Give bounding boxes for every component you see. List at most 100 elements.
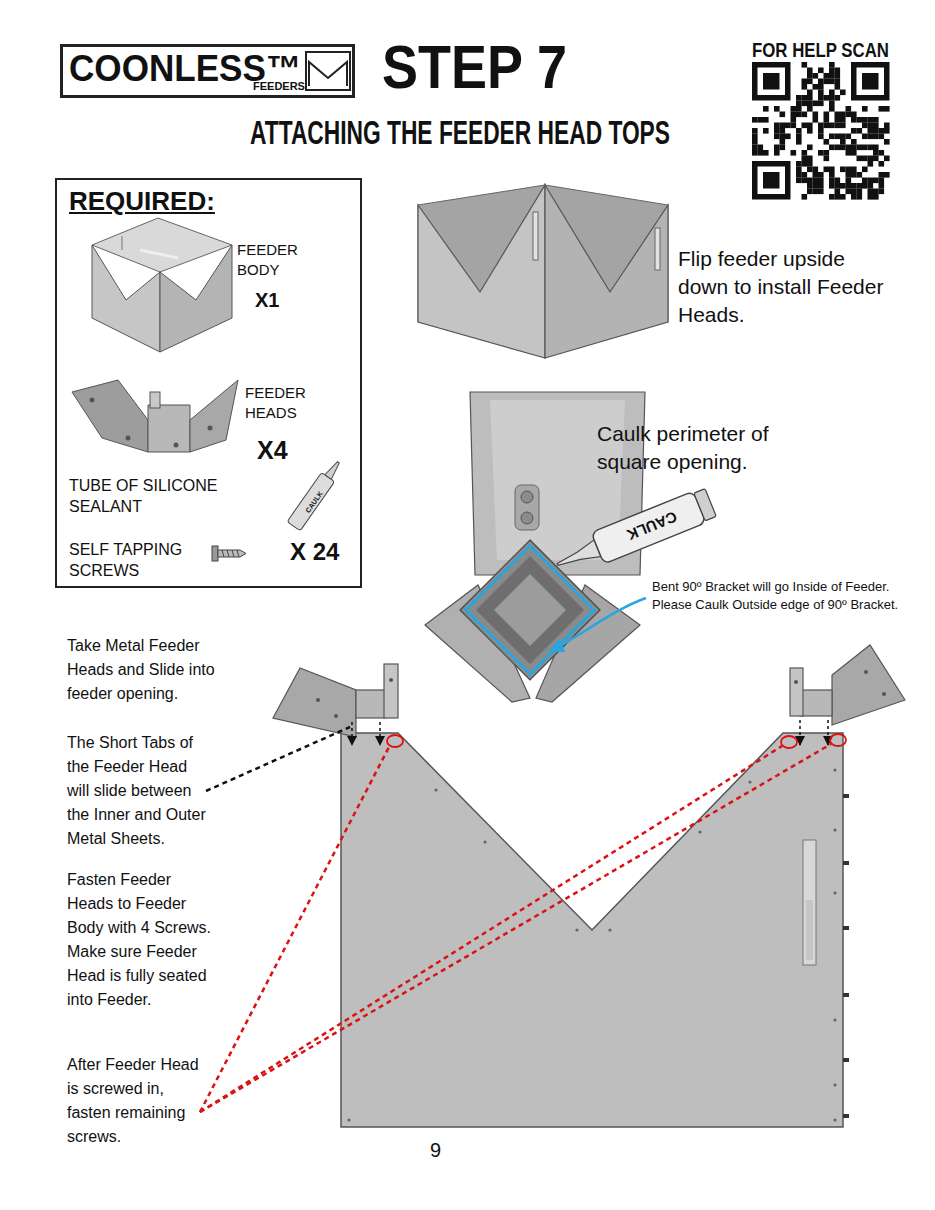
qr-code-part [758,117,764,123]
flipped-feeder-part [533,212,538,260]
qr-code-part [846,106,852,112]
qr-code-part [802,123,808,129]
qr-code-part [868,161,874,167]
feeder-head-bottom-view-part [466,546,594,674]
qr-code-part [851,139,857,145]
feeder-side-view-part [347,1118,350,1121]
feeder-heads-icon [72,380,238,452]
qr-code-part [840,123,846,129]
feeder-side-view-part [575,928,578,931]
logo-icon [306,52,350,90]
instruction-note: The Short Tabs of the Feeder Head will s… [67,731,209,851]
qr-code-part [785,134,791,140]
leader-line-black-part [206,727,350,791]
qr-code-part [846,150,852,156]
qr-code-part [829,123,835,129]
feeder-side-view-part [833,1083,836,1086]
qr-code-part [868,128,874,134]
qr-code-part [802,150,808,156]
instruction-note: Caulk perimeter of square opening. [597,420,807,476]
qr-code-part [818,178,824,184]
qr-code-part [813,172,819,178]
feeder-side-view-part [483,840,486,843]
qr-code-part [868,178,874,184]
feeder-side-view-part [833,828,836,831]
qr-code-part [796,178,802,184]
feeder-head-left [273,664,398,737]
qr-code-part [818,90,824,96]
qr-code-part [829,106,835,112]
qr-code-part [835,79,841,85]
qr-code-part [884,106,890,112]
qr-code-part [829,145,835,151]
step-title: ATTACHING THE FEEDER HEAD TOPS [250,116,670,149]
qr-code-part [818,172,824,178]
qr-code-part [824,139,830,145]
feeder-head-bottom-view-part [494,574,566,646]
screw-highlights-part [830,734,846,746]
qr-code-part [824,150,830,156]
qr-code-part [829,134,835,140]
leader-line-black [206,727,350,791]
feeder-head-bottom-view-part [521,491,533,503]
qr-code-part [829,101,835,107]
qr-code-part [807,183,813,189]
qr-code-part [758,150,764,156]
qr-code-part [851,167,857,173]
instruction-note: Flip feeder upside down to install Feede… [678,245,893,329]
feeder-side-view-part [608,928,611,931]
qr-code-part [752,128,758,134]
qr-code-part [796,172,802,178]
qr-code-part [857,194,863,200]
qr-code-part [884,156,890,162]
qr-code-part [835,178,841,184]
leader-lines-red-part [200,746,782,1112]
qr-code-part [791,123,797,129]
qr-code-part [802,194,808,200]
feeder-heads-icon-part [150,392,160,408]
qr-code-part [763,73,780,90]
qr-code-part [862,156,868,162]
feeder-head-left-part [273,668,356,737]
qr-code-part [884,123,890,129]
qr-code-part [851,112,857,118]
logo-icon-part [306,52,350,90]
qr-code-part [818,84,824,90]
feeder-side-view-part [843,1058,849,1062]
tube-label: CAULK [304,490,324,514]
qr-code-part [857,128,863,134]
insert-arrows-part [379,722,381,745]
qr-code-part [780,112,786,118]
qr-code-part [818,134,824,140]
qr-code-part [835,95,841,101]
qr-code-part [758,167,786,195]
qr-code-part [807,73,813,79]
qr-code-part [835,145,841,151]
feeder-heads-icon-part [90,398,95,403]
qr-code-part [818,68,824,74]
qr-code-part [829,73,835,79]
flipped-feeder-part [655,228,660,270]
qr-code-part [780,128,786,134]
part-quantity: X 24 [290,540,339,564]
qr-code-part [829,172,835,178]
feeder-side-view-part [843,926,849,930]
caulk-tube-icon-part [325,460,342,479]
qr-code-part [796,161,802,167]
feeder-side-view [341,733,849,1127]
qr-code-part [840,112,846,118]
screw-highlights-part [781,736,797,748]
qr-code-part [796,112,802,118]
feeder-body-icon-part [92,245,160,352]
qr-code-part [829,167,835,173]
qr-code-part [802,178,808,184]
qr-code-part [802,79,808,85]
qr-code-part [835,112,841,118]
qr-code-part [879,178,885,184]
qr-code-part [884,139,890,145]
brand-subtitle: FEEDERS [253,81,305,92]
qr-code-part [829,62,835,68]
qr-code-part [857,183,863,189]
qr-code-part [862,183,868,189]
